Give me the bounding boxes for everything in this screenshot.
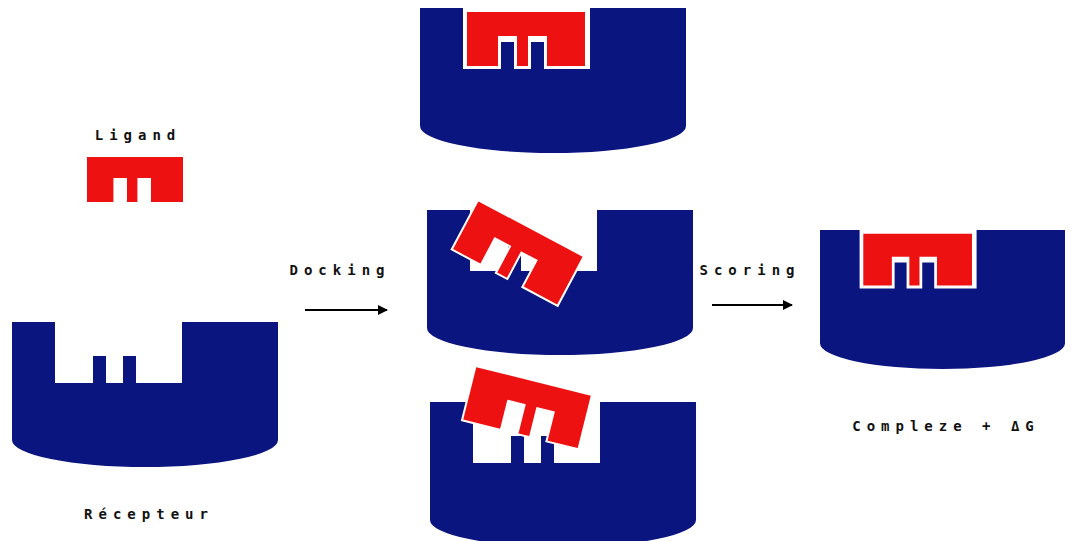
step-label: Scoring	[699, 262, 800, 278]
complex-node: Compleze + ΔG	[818, 226, 1068, 441]
receptor-shape	[820, 230, 1065, 369]
ligand-shape	[862, 233, 973, 287]
pose-fitted	[420, 8, 686, 153]
receptor-outline	[12, 322, 278, 468]
docking-arrow	[305, 309, 387, 311]
node-label: Ligand	[70, 127, 200, 143]
step-label: Docking	[289, 262, 390, 278]
node-label: Compleze + ΔG	[818, 418, 1068, 434]
node-label: Récepteur	[12, 506, 280, 522]
pose-flipped	[430, 366, 696, 541]
ligand-outline	[87, 157, 183, 202]
receptor-shape	[12, 322, 278, 467]
scoring-arrow	[712, 304, 792, 306]
ligand-node: Ligand	[70, 127, 200, 212]
complex-outline	[820, 230, 1065, 370]
pose-tilted	[427, 200, 693, 355]
ligand-shape	[87, 157, 183, 202]
receptor-node: Récepteur	[12, 318, 280, 533]
